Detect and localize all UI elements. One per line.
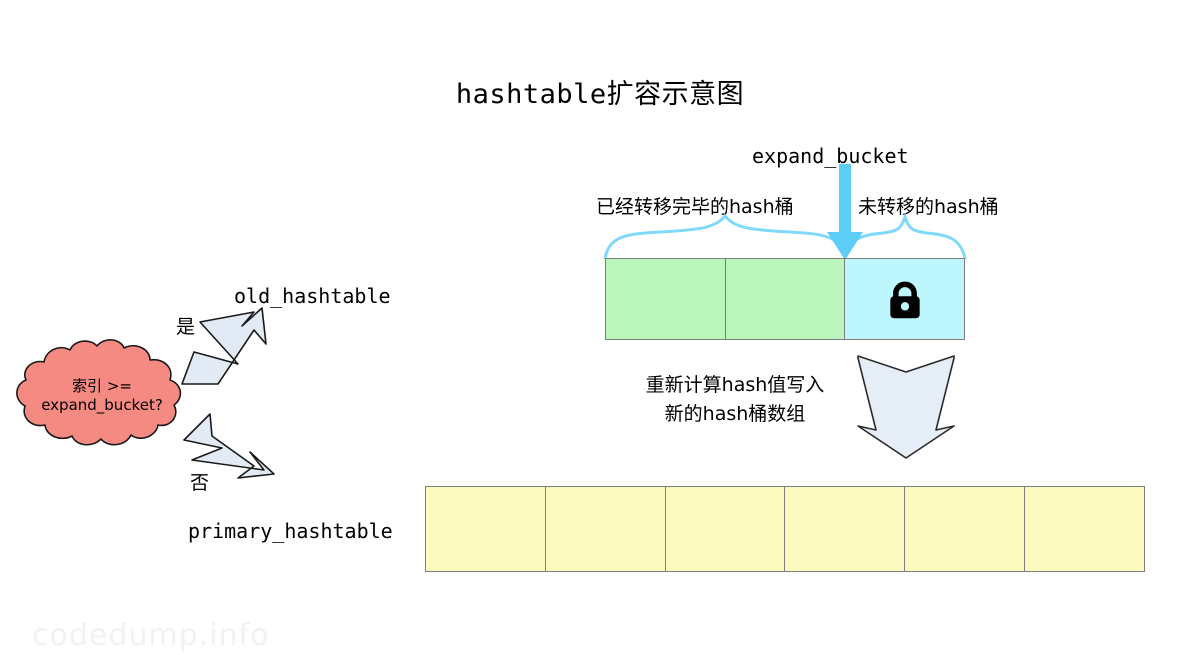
old-hashtable-label: old_hashtable: [234, 284, 391, 308]
moved-buckets-label: 已经转移完毕的hash桶: [596, 196, 794, 218]
brace-right: [843, 212, 967, 260]
new-bucket-cell-0[interactable]: [426, 487, 546, 571]
lock-icon: [890, 281, 920, 319]
expand-bucket-pointer-arrow: [827, 164, 863, 260]
expand-bucket-label: expand_bucket: [752, 144, 909, 168]
page-title: hashtable扩容示意图: [455, 79, 745, 110]
old-bucket-cell-0[interactable]: [606, 259, 726, 339]
decision-cloud: 索引 >= expand_bucket?: [2, 332, 202, 456]
no-branch-label: 否: [190, 472, 210, 494]
unmoved-buckets-label: 未转移的hash桶: [858, 196, 999, 218]
new-bucket-cell-1[interactable]: [545, 487, 666, 571]
old-bucket-cell-2[interactable]: [845, 259, 965, 339]
brace-left: [603, 213, 847, 260]
primary-hashtable-array: [425, 486, 1145, 572]
no-branch-arrow: [183, 413, 275, 479]
transfer-down-arrow: [857, 355, 955, 459]
new-bucket-cell-2[interactable]: [665, 487, 786, 571]
rehash-line-1: 重新计算hash值写入: [645, 374, 825, 396]
rehash-description: 重新计算hash值写入 新的hash桶数组: [640, 371, 830, 428]
new-bucket-cell-5[interactable]: [1025, 487, 1144, 571]
new-bucket-cell-4[interactable]: [905, 487, 1026, 571]
cloud-shape: [16, 339, 182, 446]
rehash-line-2: 新的hash桶数组: [664, 402, 806, 425]
yes-branch-label: 是: [176, 316, 196, 338]
old-hashtable-array: [605, 258, 965, 340]
primary-hashtable-label: primary_hashtable: [188, 519, 393, 543]
watermark: codedump.info: [32, 618, 270, 653]
brace-and-pointer-overlay: [603, 164, 967, 260]
yes-branch-arrow: [181, 307, 267, 385]
old-bucket-cell-1[interactable]: [725, 259, 846, 339]
new-bucket-cell-3[interactable]: [785, 487, 906, 571]
